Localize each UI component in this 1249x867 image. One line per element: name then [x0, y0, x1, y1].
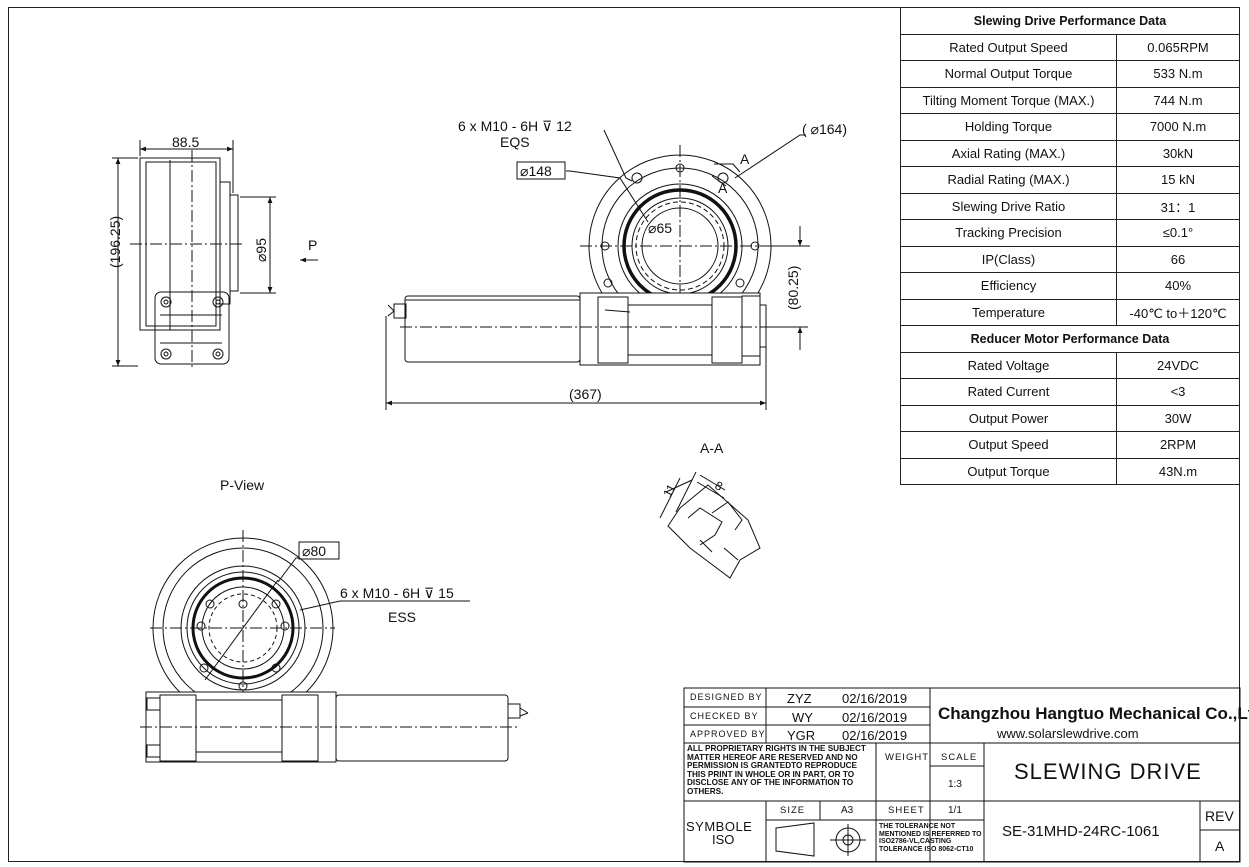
side-height-dim: (196.25): [107, 216, 123, 268]
front-height-dim: (80.25): [785, 266, 801, 310]
designed-date: 02/16/2019: [842, 691, 908, 706]
section-dim-a: 11: [660, 482, 678, 500]
approved-date: 02/16/2019: [842, 728, 908, 743]
front-length-dim: (367): [569, 386, 602, 402]
designed-by-label: DESIGNED BY: [690, 692, 763, 702]
weight-label: WEIGHT: [885, 752, 929, 763]
size-value: A3: [841, 805, 854, 816]
table-row: Tracking Precision≤0.1°: [900, 219, 1240, 247]
bottom-dia: ⌀80: [302, 543, 326, 559]
checked-by-label: CHECKED BY: [690, 711, 759, 721]
performance-table: Slewing Drive Performance Data Rated Out…: [900, 7, 1240, 485]
tolerance-note: THE TOLERANCE NOT MENTIONED IS REFERRED …: [879, 823, 982, 854]
iso-label: ISO: [712, 832, 735, 847]
scale-label: SCALE: [941, 752, 978, 763]
approved-by: YGR: [787, 728, 816, 743]
motor-title: Reducer Motor Performance Data: [900, 325, 1240, 353]
table-row: Axial Rating (MAX.)30kN: [900, 139, 1240, 167]
title-block-lines: [683, 687, 1241, 863]
front-thread-note: 6 x M10 - 6H ⊽ 12: [458, 118, 572, 134]
table-row: IP(Class)66: [900, 245, 1240, 273]
drawing-number: SE-31MHD-24RC-1061: [1002, 823, 1160, 840]
scale-value: 1:3: [948, 779, 962, 790]
side-dia-dim: ⌀95: [253, 238, 269, 262]
section-title: A-A: [700, 440, 724, 456]
bottom-view: [140, 530, 529, 763]
section-dim-b: 8: [713, 478, 726, 494]
side-view-caption: P-View: [220, 477, 265, 493]
size-label: SIZE: [780, 805, 806, 816]
checked-date: 02/16/2019: [842, 710, 908, 725]
view-arrow-label: P: [308, 237, 317, 253]
sheet-label: SHEET: [888, 805, 925, 816]
table-row: Rated Current<3: [900, 378, 1240, 406]
sheet-value: 1/1: [948, 805, 962, 816]
bottom-thread-note: 6 x M10 - 6H ⊽ 15: [340, 585, 454, 601]
checked-by: WY: [792, 710, 813, 725]
side-width-dim: 88.5: [172, 134, 199, 150]
designed-by: ZYZ: [787, 691, 812, 706]
table-row: Tilting Moment Torque (MAX.)744 N.m: [900, 86, 1240, 114]
slewing-title: Slewing Drive Performance Data: [900, 7, 1240, 35]
front-inner-dia: ⌀65: [648, 220, 672, 236]
front-outer-dia: ( ⌀164): [802, 121, 847, 137]
product-name: SLEWING DRIVE: [1014, 759, 1202, 784]
front-mid-dia: ⌀148: [520, 163, 552, 179]
section-a-a: [659, 471, 761, 579]
side-view: [112, 140, 318, 368]
symbol-label: SYMBOLE: [686, 819, 753, 834]
table-row: Temperature-40℃ to＋120℃: [900, 298, 1240, 326]
rev-label: REV: [1205, 808, 1234, 824]
company-website: www.solarslewdrive.com: [997, 726, 1139, 741]
rev-value: A: [1215, 838, 1225, 854]
bottom-thread-code: ESS: [388, 609, 416, 625]
table-row: Radial Rating (MAX.)15 kN: [900, 166, 1240, 194]
front-view: [385, 129, 810, 410]
company-name: Changzhou Hangtuo Mechanical Co.,Ltd: [938, 704, 1249, 723]
front-thread-code: EQS: [500, 134, 530, 150]
rights-notice: ALL PROPRIETARY RIGHTS IN THE SUBJECT MA…: [687, 744, 866, 796]
section-mark-top: A: [740, 151, 750, 167]
drawing-frame: [8, 7, 1240, 862]
section-mark-bottom: A: [718, 180, 728, 196]
approved-by-label: APPROVED BY: [690, 729, 766, 739]
